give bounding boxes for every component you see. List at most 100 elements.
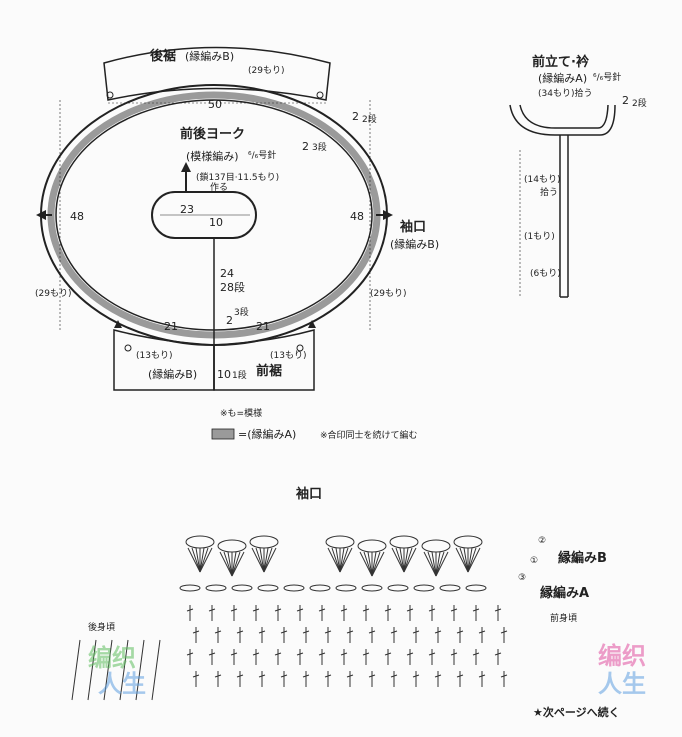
rows-2: 2 [352,110,359,123]
treble-bar [450,652,458,656]
stitch-symbol [467,547,481,573]
chain-stitch [257,584,279,592]
chain-stitch [205,584,227,592]
back-body-label: 後身頃 [88,621,115,633]
collar-rows-2: 2 [622,94,629,107]
join-mark-icon [316,91,324,99]
legend-join-note: ※合印同士を続けて編む [320,429,418,441]
sleeve-sub: (縁編みB) [390,237,439,251]
treble-bar [472,652,480,656]
treble-bar [390,674,398,678]
stitch-symbol [327,547,341,573]
stitch-symbol [403,547,417,573]
join-mark-icon [296,344,304,352]
chain-stitch [283,584,305,592]
stitch-symbol [227,551,233,577]
treble-bar [412,674,420,678]
treble-bar [346,674,354,678]
treble-bar [296,608,304,612]
join-mark-icon [124,344,132,352]
back-hem-count: (29もり) [248,65,284,76]
hem-one-row: 1段 [232,369,247,381]
stitch-symbol [367,551,373,577]
stitch-symbol [339,547,345,573]
rib-stitch [135,639,145,701]
stitch-symbol [427,551,437,577]
treble-bar [340,608,348,612]
side-right-width: 48 [350,210,364,223]
treble-bar [186,652,194,656]
stitch-symbol [423,551,437,577]
treble-bar [428,608,436,612]
center-rows-28: 28段 [220,280,245,294]
stitch-symbol [335,547,341,573]
treble-bar [324,674,332,678]
watermark: 编织 人生 编织 人生 [88,642,646,698]
chain-stitch [231,584,253,592]
rib-stitch [71,639,81,701]
stitch-symbol [231,551,237,577]
chain-stitch [309,584,331,592]
back-hem-sub: (縁編みB) [185,49,234,63]
watermark-cn-2: 人生 [98,670,146,698]
chain-loop [185,535,215,549]
treble-bar [500,630,508,634]
collar-sub: (縁編みA) [538,71,587,85]
center-rows-3: 3段 [234,306,249,318]
stitch-symbol [251,547,265,573]
yoke-start-2: 作る [210,181,228,193]
front-width-left: 21 [164,320,178,333]
stitch-symbol [455,547,469,573]
treble-bar [252,608,260,612]
treble-bar [494,652,502,656]
up-arrow-icon [181,162,191,172]
collar-side-14: (14もり) [524,174,560,185]
treble-bar [302,674,310,678]
treble-bar [230,608,238,612]
stitch-symbol [359,551,373,577]
treble-bar [494,608,502,612]
stitch-symbol [191,547,201,573]
stitch-symbol [263,547,277,573]
left-13-count: (13もり) [136,350,172,361]
treble-bar [384,652,392,656]
treble-bar [406,608,414,612]
collar-six: (6もり) [530,268,561,279]
width-top-label: 50 [208,98,222,111]
yoke-schematic: 後裾 (縁編みB) (29もり) 50 前後ヨーク (模様編み) ⁶/₆号針 (… [35,46,439,391]
chart-row-2: ② [538,536,546,546]
stitch-symbol [195,547,201,573]
treble-bar [472,608,480,612]
treble-bar [214,674,222,678]
treble-bar [280,630,288,634]
treble-bar [318,608,326,612]
stitch-symbol [435,551,449,577]
treble-bar [390,630,398,634]
stitch-symbol [363,551,373,577]
chain-loop [453,535,483,549]
treble-bar [274,608,282,612]
treble-bar [346,630,354,634]
treble-bar [368,674,376,678]
treble-bar [412,630,420,634]
treble-bar [236,630,244,634]
treble-bar [318,652,326,656]
treble-bar [434,674,442,678]
treble-bar [362,608,370,612]
back-hem-title: 後裾 [150,48,176,64]
treble-bar [280,674,288,678]
treble-bar [324,630,332,634]
treble-bar [434,630,442,634]
chain-loop [325,535,355,549]
right-arrow-icon [383,210,393,220]
treble-bar [186,608,194,612]
side-left-width: 48 [70,210,84,223]
treble-bar [258,630,266,634]
treble-bar [450,608,458,612]
treble-bar [208,652,216,656]
stitch-symbol [467,547,477,573]
back-hem-band [103,46,331,101]
chart-row-3: ③ [518,573,526,583]
crochet-chart: 袖口 ② ① ③ 縁編みB 縁編みA 後身頃 前身頃 ★次ページへ続く [71,486,620,719]
